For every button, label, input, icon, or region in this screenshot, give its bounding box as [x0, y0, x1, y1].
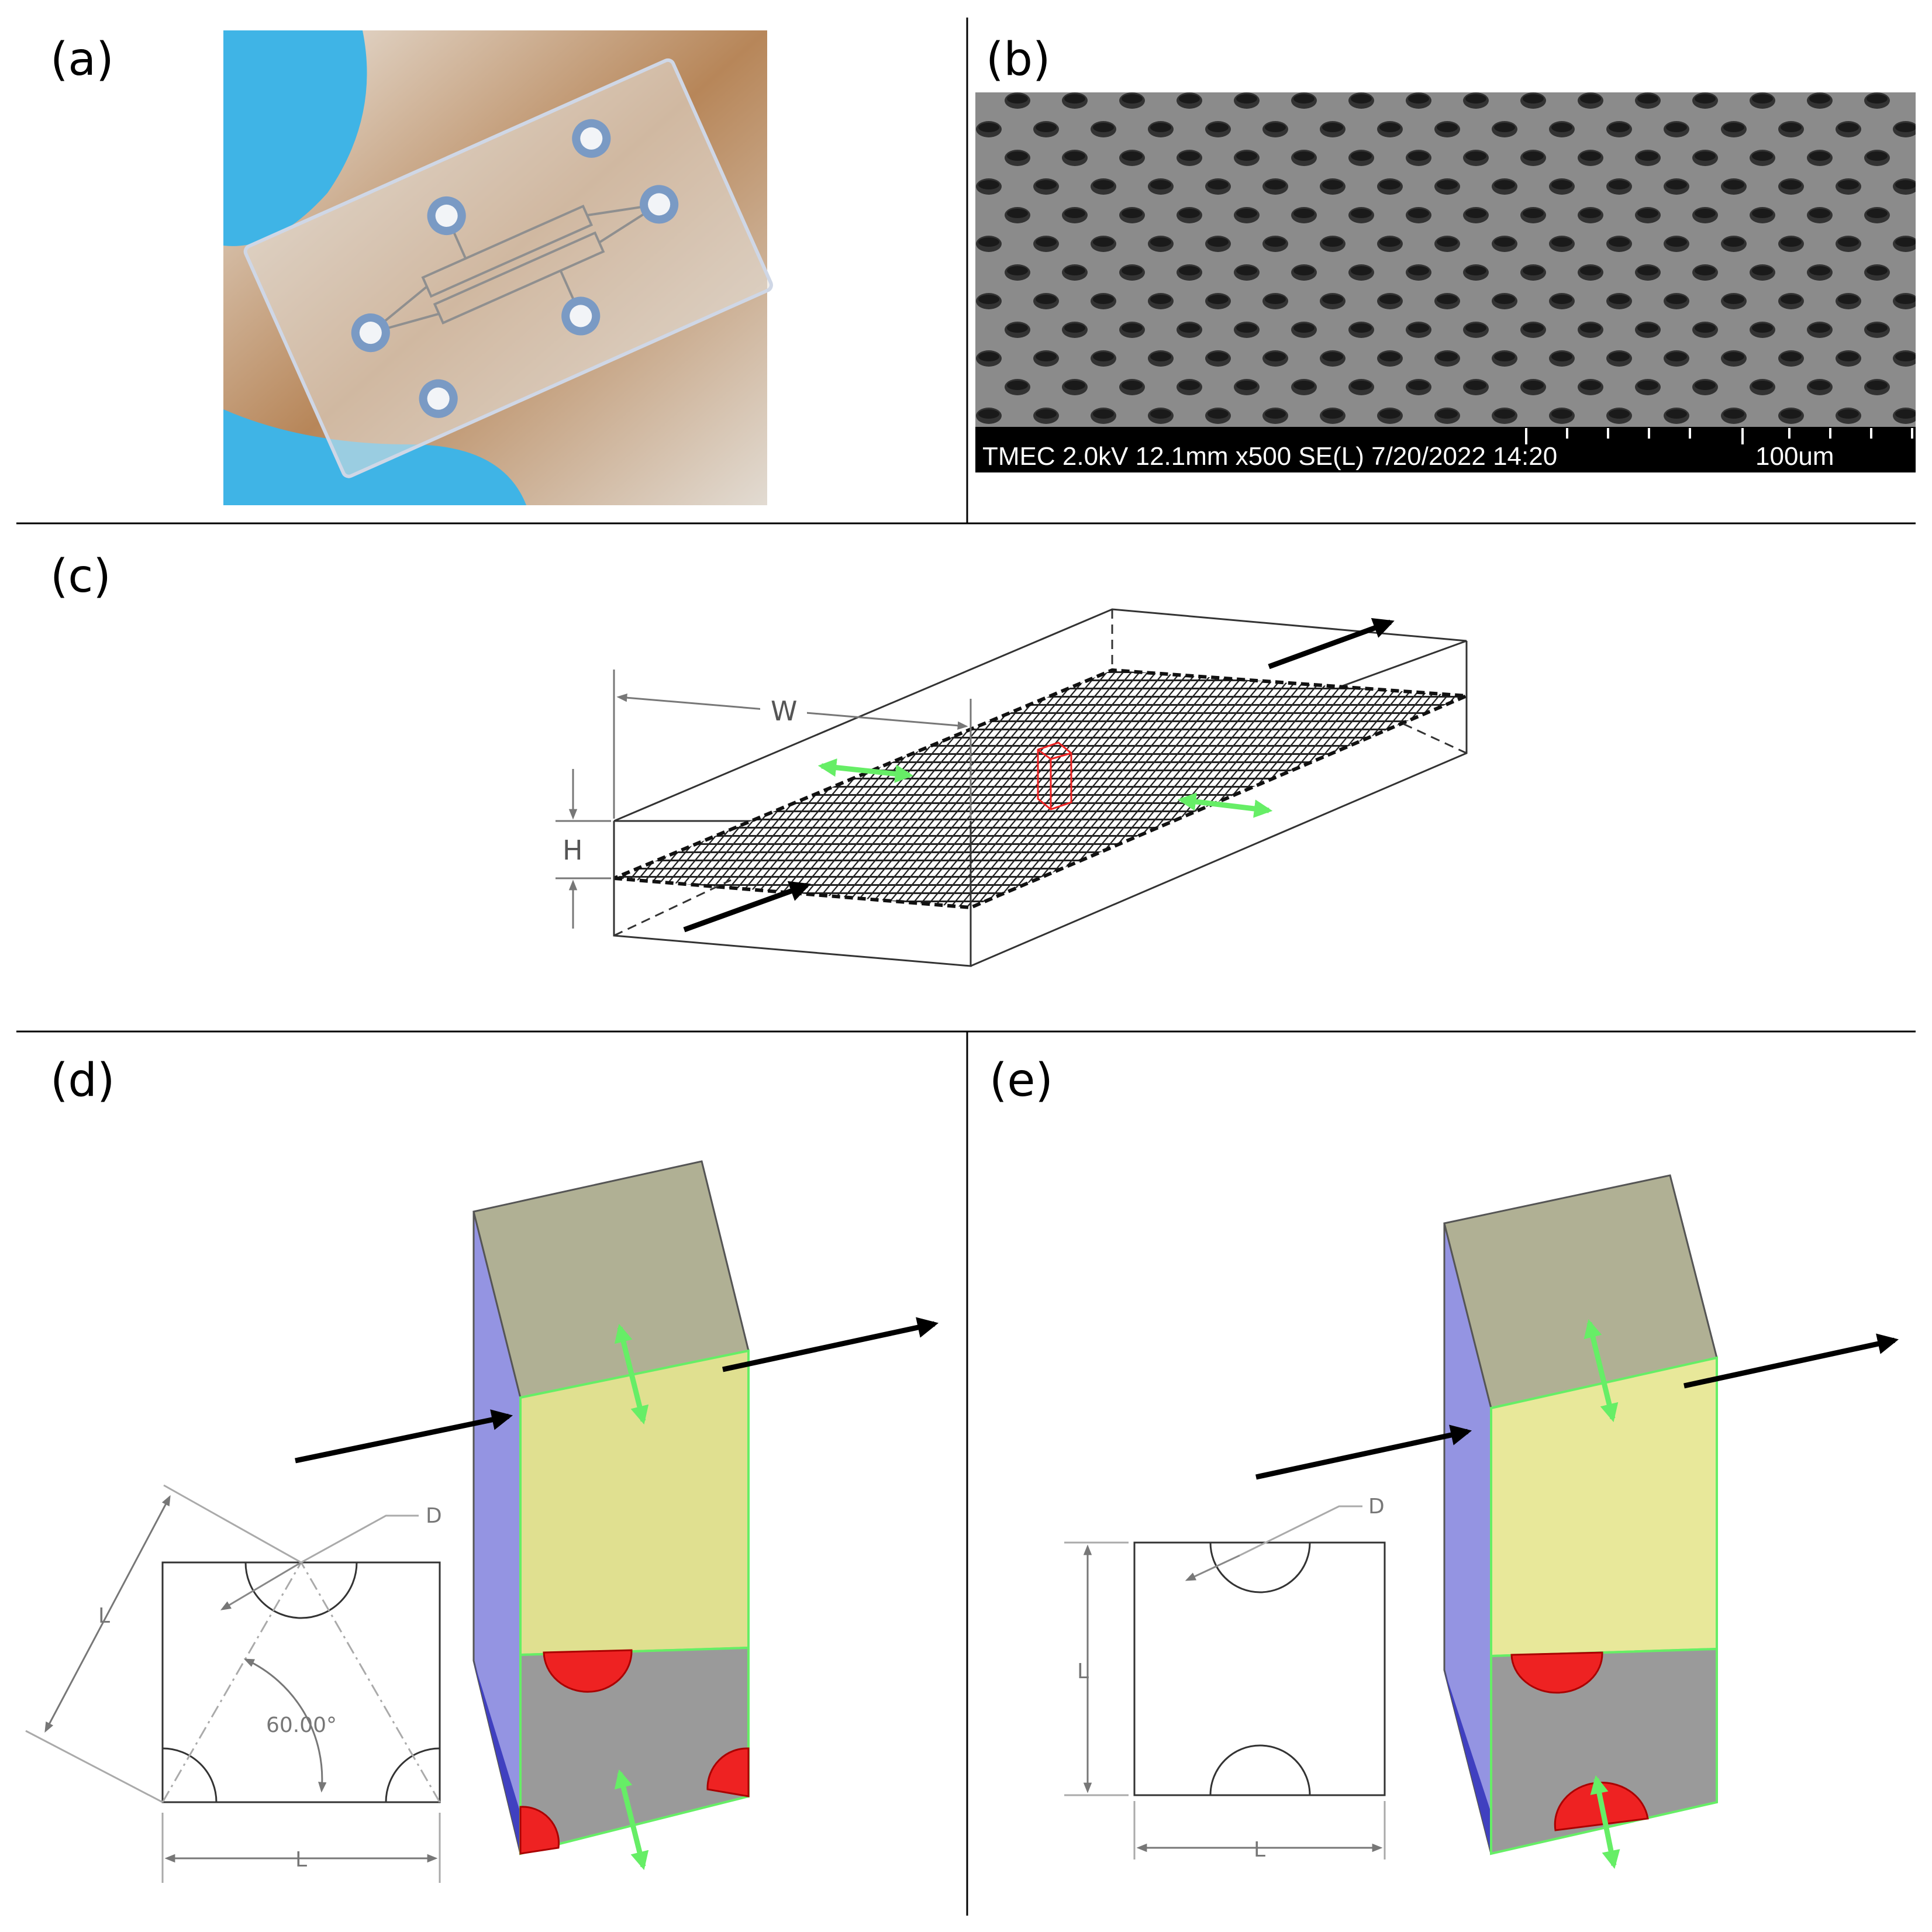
- panel-label-e: (e): [989, 1054, 1053, 1107]
- square-cell-outline: [1133, 1541, 1386, 1796]
- chip-body: [243, 58, 773, 478]
- panel-label-c: (c): [50, 550, 111, 603]
- outlet-arrow-e: [1683, 1333, 1899, 1389]
- porous-membrane: [613, 668, 1468, 910]
- pore-bottom-e: [1209, 1744, 1311, 1796]
- length-label-bottom-e: L: [1254, 1838, 1265, 1862]
- periodic-arrow-bottom-e: [1590, 1775, 1620, 1869]
- sem-info-bar: [975, 427, 1916, 472]
- unit-cell-marker: [1037, 741, 1072, 810]
- periodic-arrow-top-e: [1583, 1319, 1619, 1423]
- sem-image: TMEC 2.0kV 12.1mm x500 SE(L) 7/20/2022 1…: [975, 92, 1916, 472]
- sem-info-text: TMEC 2.0kV 12.1mm x500 SE(L) 7/20/2022 1…: [982, 442, 1557, 471]
- sem-hole-array: [975, 92, 1916, 427]
- inlet-flow-arrow: [683, 881, 811, 933]
- panel-label-a: (a): [50, 33, 114, 86]
- inlet-arrow-e: [1255, 1424, 1472, 1480]
- periodic-arrow-right: [1177, 792, 1273, 818]
- pore-marker-top: [543, 1649, 633, 1693]
- length-label-side: L: [98, 1604, 110, 1628]
- periodic-arrow-bottom-d: [614, 1769, 649, 1871]
- pore-bottom-left: [162, 1747, 218, 1803]
- pore-bottom-right: [385, 1747, 440, 1803]
- pore-marker-right: [706, 1747, 750, 1798]
- channel-3d-schematic: W H: [556, 608, 1468, 967]
- sem-scale-ticks: [1525, 428, 1913, 444]
- panel-label-b: (b): [986, 33, 1050, 86]
- sem-scale-label: 100um: [1755, 442, 1834, 471]
- triangular-cell-outline: [161, 1561, 441, 1803]
- length-label-side-e: L: [1077, 1660, 1089, 1683]
- inlet-arrow-d: [295, 1409, 513, 1464]
- glove-top: [223, 30, 367, 246]
- photo-microfluidic-chip: [223, 30, 773, 505]
- outlet-arrow-d: [722, 1317, 939, 1372]
- pore-top: [244, 1562, 358, 1619]
- pore-top-e: [1209, 1542, 1311, 1593]
- periodic-arrow-left: [817, 758, 914, 784]
- diameter-label-e: D: [1368, 1495, 1385, 1519]
- pore-marker-left: [519, 1806, 560, 1855]
- prism-gray-floor-e: [1490, 1647, 1718, 1855]
- width-label: W: [771, 695, 797, 727]
- diameter-label: D: [426, 1504, 442, 1528]
- panel-label-d: (d): [50, 1054, 115, 1107]
- length-label-bottom: L: [295, 1848, 307, 1872]
- height-label: H: [563, 834, 583, 866]
- outlet-flow-arrow: [1268, 617, 1395, 670]
- unit-cell-triangular: 60.00° D L L: [25, 1160, 939, 1883]
- pore-marker-top-e: [1510, 1651, 1603, 1694]
- prism-yellow-wall-e: [1490, 1356, 1718, 1658]
- periodic-arrow-top-d: [614, 1323, 649, 1425]
- unit-cell-square: D L L: [1064, 1174, 1899, 1869]
- angle-label: 60.00°: [266, 1713, 337, 1737]
- channel-front-face: [613, 821, 972, 967]
